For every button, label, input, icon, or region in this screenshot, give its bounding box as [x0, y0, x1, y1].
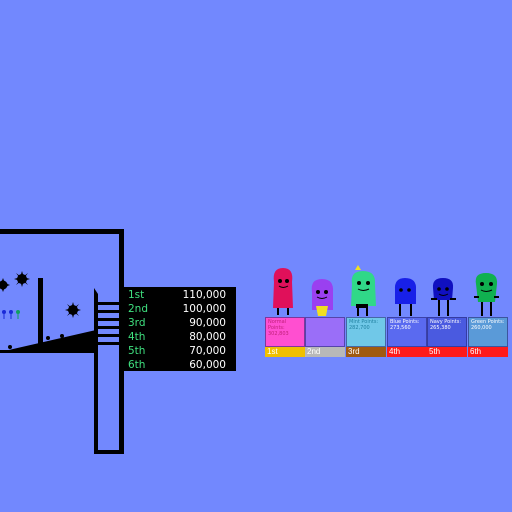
prize-amount: 110,000	[182, 289, 226, 301]
score-name-line: Blue Points:	[390, 319, 420, 325]
rank-label: 6th	[468, 347, 508, 357]
spike-ball-obstacle	[65, 302, 81, 318]
prize-amount: 100,000	[182, 303, 226, 315]
stair-step	[98, 318, 120, 321]
tiny-racer-blue	[9, 310, 13, 319]
container-right-wall	[119, 229, 124, 454]
score-name-line: Navy Points:	[430, 319, 462, 325]
prize-row: 5th 70,000	[124, 344, 236, 358]
race-level	[0, 229, 124, 454]
prize-row: 6th 60,000	[124, 358, 236, 372]
tiny-racer-blue	[2, 310, 6, 319]
contestant-purple-sprite	[311, 279, 334, 316]
prize-amount: 70,000	[189, 345, 226, 357]
stair-step	[98, 334, 120, 337]
score-name-line: Mint Points:	[349, 319, 379, 325]
container-top-wall	[0, 229, 124, 234]
stair-step	[98, 310, 120, 313]
prize-place: 6th	[128, 359, 146, 371]
prize-row: 4th 80,000	[124, 330, 236, 344]
level-floor	[0, 350, 98, 353]
score-value: 302,803	[268, 331, 289, 337]
rank-label: 5th	[427, 347, 467, 357]
ramp-bump	[60, 334, 64, 338]
ramp-floor	[0, 330, 96, 352]
score-name-line: Normal	[268, 319, 287, 325]
rank-label: 4th	[387, 347, 427, 357]
contestant-green-sprite	[474, 273, 499, 316]
contestant-pink-sprite	[273, 268, 293, 315]
contestant-navy-sprite	[431, 278, 456, 316]
rank-label: 2nd	[305, 347, 345, 357]
score-box: Normal Points: 302,803	[265, 317, 305, 347]
score-value: 282,700	[349, 325, 370, 331]
container-bottom-wall	[94, 450, 124, 454]
stair-step	[98, 342, 120, 345]
spike-ball-obstacle	[14, 271, 30, 287]
score-value: 265,380	[430, 325, 451, 331]
prize-place: 1st	[128, 289, 145, 301]
prize-row: 1st 110,000	[124, 288, 236, 302]
prize-amount: 90,000	[189, 317, 226, 329]
chute-left-wall	[94, 352, 98, 454]
contestant-sprites	[273, 265, 499, 316]
score-name-line: Green Points:	[471, 319, 505, 325]
prize-row: 3rd 90,000	[124, 316, 236, 330]
rank-label: 1st	[265, 347, 305, 357]
contestant-mint-sprite	[351, 265, 376, 316]
prize-place: 3rd	[128, 317, 146, 329]
prize-table: 1st 110,000 2nd 100,000 3rd 90,000 4th 8…	[124, 287, 236, 371]
score-value: 260,000	[471, 325, 492, 331]
prize-place: 4th	[128, 331, 146, 343]
ramp-bump	[8, 345, 12, 349]
score-box: Blue Points: 273,560	[387, 317, 427, 347]
prize-amount: 80,000	[189, 331, 226, 343]
score-box: Navy Points: 265,380	[427, 317, 467, 347]
ramp-bump	[46, 336, 50, 340]
score-box: Mint Points: 282,700	[346, 317, 386, 347]
rank-label: 3rd	[346, 347, 386, 357]
stair-step	[98, 326, 120, 329]
prize-place: 2nd	[128, 303, 149, 315]
stair-step	[98, 302, 120, 305]
score-name-line: Points:	[268, 325, 285, 331]
prize-amount: 60,000	[189, 359, 226, 371]
score-box	[305, 317, 345, 347]
prize-place: 5th	[128, 345, 146, 357]
tiny-racer-green	[16, 310, 20, 319]
contestant-blue-sprite	[394, 278, 417, 316]
inner-pillar	[38, 278, 43, 344]
stair-post	[94, 288, 98, 352]
score-box: Green Points: 260,000	[468, 317, 508, 347]
spike-ball-obstacle	[0, 278, 10, 292]
prize-row: 2nd 100,000	[124, 302, 236, 316]
score-value: 273,560	[390, 325, 411, 331]
